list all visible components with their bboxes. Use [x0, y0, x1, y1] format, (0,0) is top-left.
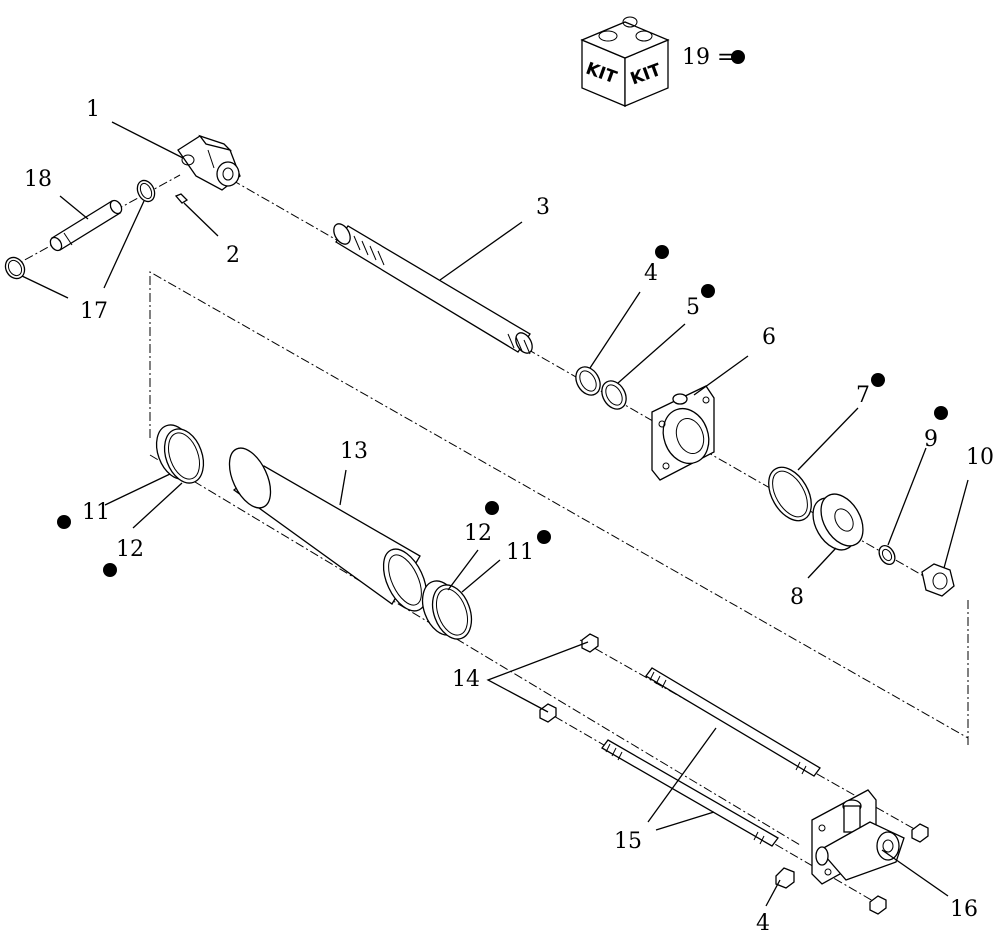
callout-9: 9 [924, 427, 938, 452]
callout-3: 3 [536, 195, 550, 220]
rod-clevis-part [177, 134, 241, 191]
seal-kit-dot-11-right [537, 530, 551, 544]
tie-rod-nut-parts [539, 633, 929, 915]
seal-kit-dot-5 [701, 284, 715, 298]
callout-13: 13 [340, 439, 368, 464]
callout-7: 7 [856, 383, 870, 408]
callout-12-left: 12 [116, 537, 144, 562]
leader-lines [21, 121, 969, 907]
seal-kit-dot-4 [655, 245, 669, 259]
seal-kit-dot-9 [934, 406, 948, 420]
kit-box-icon: KIT KIT [580, 16, 670, 107]
callout-19: 19 = [682, 45, 735, 70]
barrel-seal-parts-right [421, 580, 473, 640]
callout-14: 14 [452, 667, 480, 692]
seal-kit-dot-19 [731, 50, 745, 64]
callout-1: 1 [86, 97, 100, 122]
seal-kit-dot-7 [871, 373, 885, 387]
o-ring-parts [575, 366, 627, 410]
piston-rod-part [333, 223, 533, 355]
callout-15: 15 [614, 829, 642, 854]
seal-kit-dot-12-right [485, 501, 499, 515]
callout-11-left: 11 [82, 500, 110, 525]
callout-18: 18 [24, 167, 52, 192]
callout-5: 5 [686, 295, 700, 320]
callout-labels: 1 2 3 4 4 5 6 7 8 9 10 11 11 12 12 13 14… [24, 97, 994, 936]
callout-16: 16 [950, 897, 978, 922]
callout-4-lower: 4 [756, 911, 770, 936]
callout-6: 6 [762, 325, 776, 350]
clevis-pin-part [49, 199, 123, 252]
callout-12-right: 12 [464, 521, 492, 546]
barrel-seal-parts-left [155, 424, 205, 484]
callout-11-right: 11 [506, 540, 534, 565]
seal-kit-dot-11-left [57, 515, 71, 529]
seal-kit-markers [57, 245, 948, 577]
base-end-cap-part [811, 789, 905, 885]
callout-4-upper: 4 [644, 261, 658, 286]
retaining-ring-part [4, 179, 156, 280]
callout-17: 17 [80, 299, 108, 324]
washer-part [878, 545, 896, 565]
piston-seal-part [768, 466, 812, 522]
set-screw-part [174, 193, 189, 204]
cylinder-barrel-part [228, 447, 428, 612]
gland-head-part [651, 385, 715, 481]
callout-10: 10 [966, 445, 994, 470]
seal-kit-dot-12-left [103, 563, 117, 577]
piston-part [812, 493, 864, 551]
lock-nut-part [921, 563, 955, 597]
tie-rod-parts [601, 667, 821, 847]
callout-2: 2 [226, 243, 240, 268]
lower-o-ring-part [775, 867, 795, 889]
callout-8: 8 [790, 585, 804, 610]
